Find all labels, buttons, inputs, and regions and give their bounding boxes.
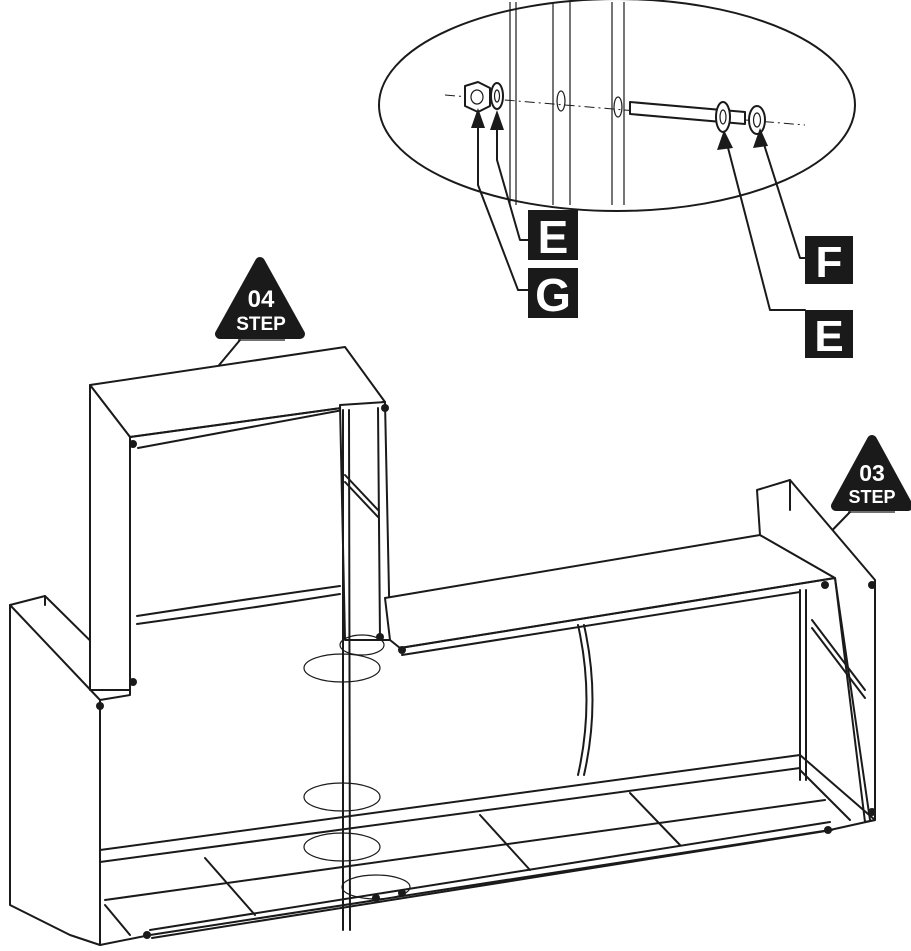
nut-g: [464, 81, 491, 113]
step-03-word: STEP: [848, 487, 895, 507]
detail-ellipse: [378, 0, 856, 212]
label-g: G: [535, 269, 571, 321]
leader-arrows: [471, 108, 806, 311]
callout-box-e-bottom: E: [805, 310, 853, 361]
washer-e-right: [715, 101, 731, 133]
base-frame: [99, 754, 876, 946]
tall-left-side: [89, 384, 131, 691]
desk-top-panel: [384, 534, 836, 649]
label-e-bottom: E: [814, 312, 843, 361]
label-f: F: [816, 238, 843, 287]
callout-box-f: F: [805, 236, 853, 287]
step-03-badge: 03 STEP: [831, 435, 911, 511]
label-e-top: E: [538, 211, 569, 263]
step-03-number: 03: [859, 460, 885, 486]
desk-frame: [9, 346, 876, 946]
step-04-word: STEP: [236, 314, 286, 335]
step-04-number: 04: [248, 286, 275, 313]
bolt-head-f: [748, 105, 766, 135]
hardware-detail-callout: [378, 0, 856, 212]
callout-box-e-top: E: [528, 210, 578, 263]
step-04-badge: 04 STEP: [215, 257, 305, 339]
washer-e-left: [490, 82, 504, 110]
callout-box-g: G: [528, 268, 578, 321]
